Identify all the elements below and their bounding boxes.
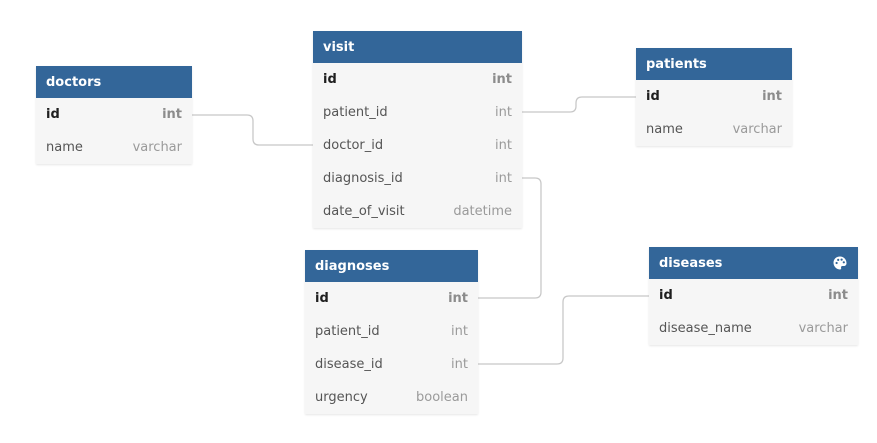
field-row[interactable]: name varchar <box>36 131 192 164</box>
field-type: int <box>448 291 468 306</box>
table-header[interactable]: visit <box>313 31 522 63</box>
field-row[interactable]: id int <box>305 282 478 315</box>
field-name: id <box>659 288 673 303</box>
table-header[interactable]: diagnoses <box>305 250 478 282</box>
relation-visit-patients <box>522 96 636 113</box>
palette-icon[interactable] <box>832 255 848 271</box>
field-row[interactable]: patient_id int <box>313 96 522 129</box>
field-type: int <box>451 324 468 339</box>
table-diseases[interactable]: diseases id int disease_name varchar <box>649 247 858 345</box>
field-row[interactable]: date_of_visit datetime <box>313 195 522 228</box>
field-name: name <box>46 140 83 155</box>
field-name: diagnosis_id <box>323 171 403 186</box>
table-patients[interactable]: patients id int name varchar <box>636 48 792 146</box>
field-row[interactable]: id int <box>36 98 192 131</box>
relation-doctors-visit <box>192 114 313 146</box>
table-header[interactable]: patients <box>636 48 792 80</box>
field-row[interactable]: name varchar <box>636 113 792 146</box>
field-type: int <box>451 357 468 372</box>
field-row[interactable]: doctor_id int <box>313 129 522 162</box>
field-type: boolean <box>416 390 468 405</box>
field-row[interactable]: disease_name varchar <box>649 312 858 345</box>
field-row[interactable]: diagnosis_id int <box>313 162 522 195</box>
field-type: int <box>162 107 182 122</box>
table-visit[interactable]: visit id int patient_id int doctor_id in… <box>313 31 522 228</box>
field-name: patient_id <box>315 324 380 339</box>
field-row[interactable]: id int <box>636 80 792 113</box>
field-row[interactable]: disease_id int <box>305 348 478 381</box>
field-type: int <box>492 72 512 87</box>
field-name: disease_name <box>659 321 752 336</box>
table-title: patients <box>646 56 707 72</box>
table-title: visit <box>323 39 355 55</box>
table-diagnoses[interactable]: diagnoses id int patient_id int disease_… <box>305 250 478 414</box>
field-name: id <box>323 72 337 87</box>
field-row[interactable]: urgency boolean <box>305 381 478 414</box>
table-title: diagnoses <box>315 258 390 274</box>
field-type: datetime <box>453 204 512 219</box>
field-type: varchar <box>132 140 182 155</box>
field-type: int <box>495 138 512 153</box>
field-type: int <box>762 89 782 104</box>
field-type: int <box>828 288 848 303</box>
relation-diagnoses-diseases <box>478 295 649 365</box>
field-type: int <box>495 171 512 186</box>
table-title: doctors <box>46 74 102 90</box>
field-name: date_of_visit <box>323 204 405 219</box>
field-name: id <box>315 291 329 306</box>
field-row[interactable]: id int <box>313 63 522 96</box>
field-name: disease_id <box>315 357 383 372</box>
field-name: patient_id <box>323 105 388 120</box>
field-type: varchar <box>732 122 782 137</box>
table-header[interactable]: diseases <box>649 247 858 279</box>
field-name: name <box>646 122 683 137</box>
table-doctors[interactable]: doctors id int name varchar <box>36 66 192 164</box>
table-title: diseases <box>659 255 723 271</box>
field-name: id <box>46 107 60 122</box>
field-name: id <box>646 89 660 104</box>
field-name: doctor_id <box>323 138 384 153</box>
field-name: urgency <box>315 390 368 405</box>
field-row[interactable]: id int <box>649 279 858 312</box>
field-row[interactable]: patient_id int <box>305 315 478 348</box>
table-header[interactable]: doctors <box>36 66 192 98</box>
field-type: int <box>495 105 512 120</box>
field-type: varchar <box>798 321 848 336</box>
